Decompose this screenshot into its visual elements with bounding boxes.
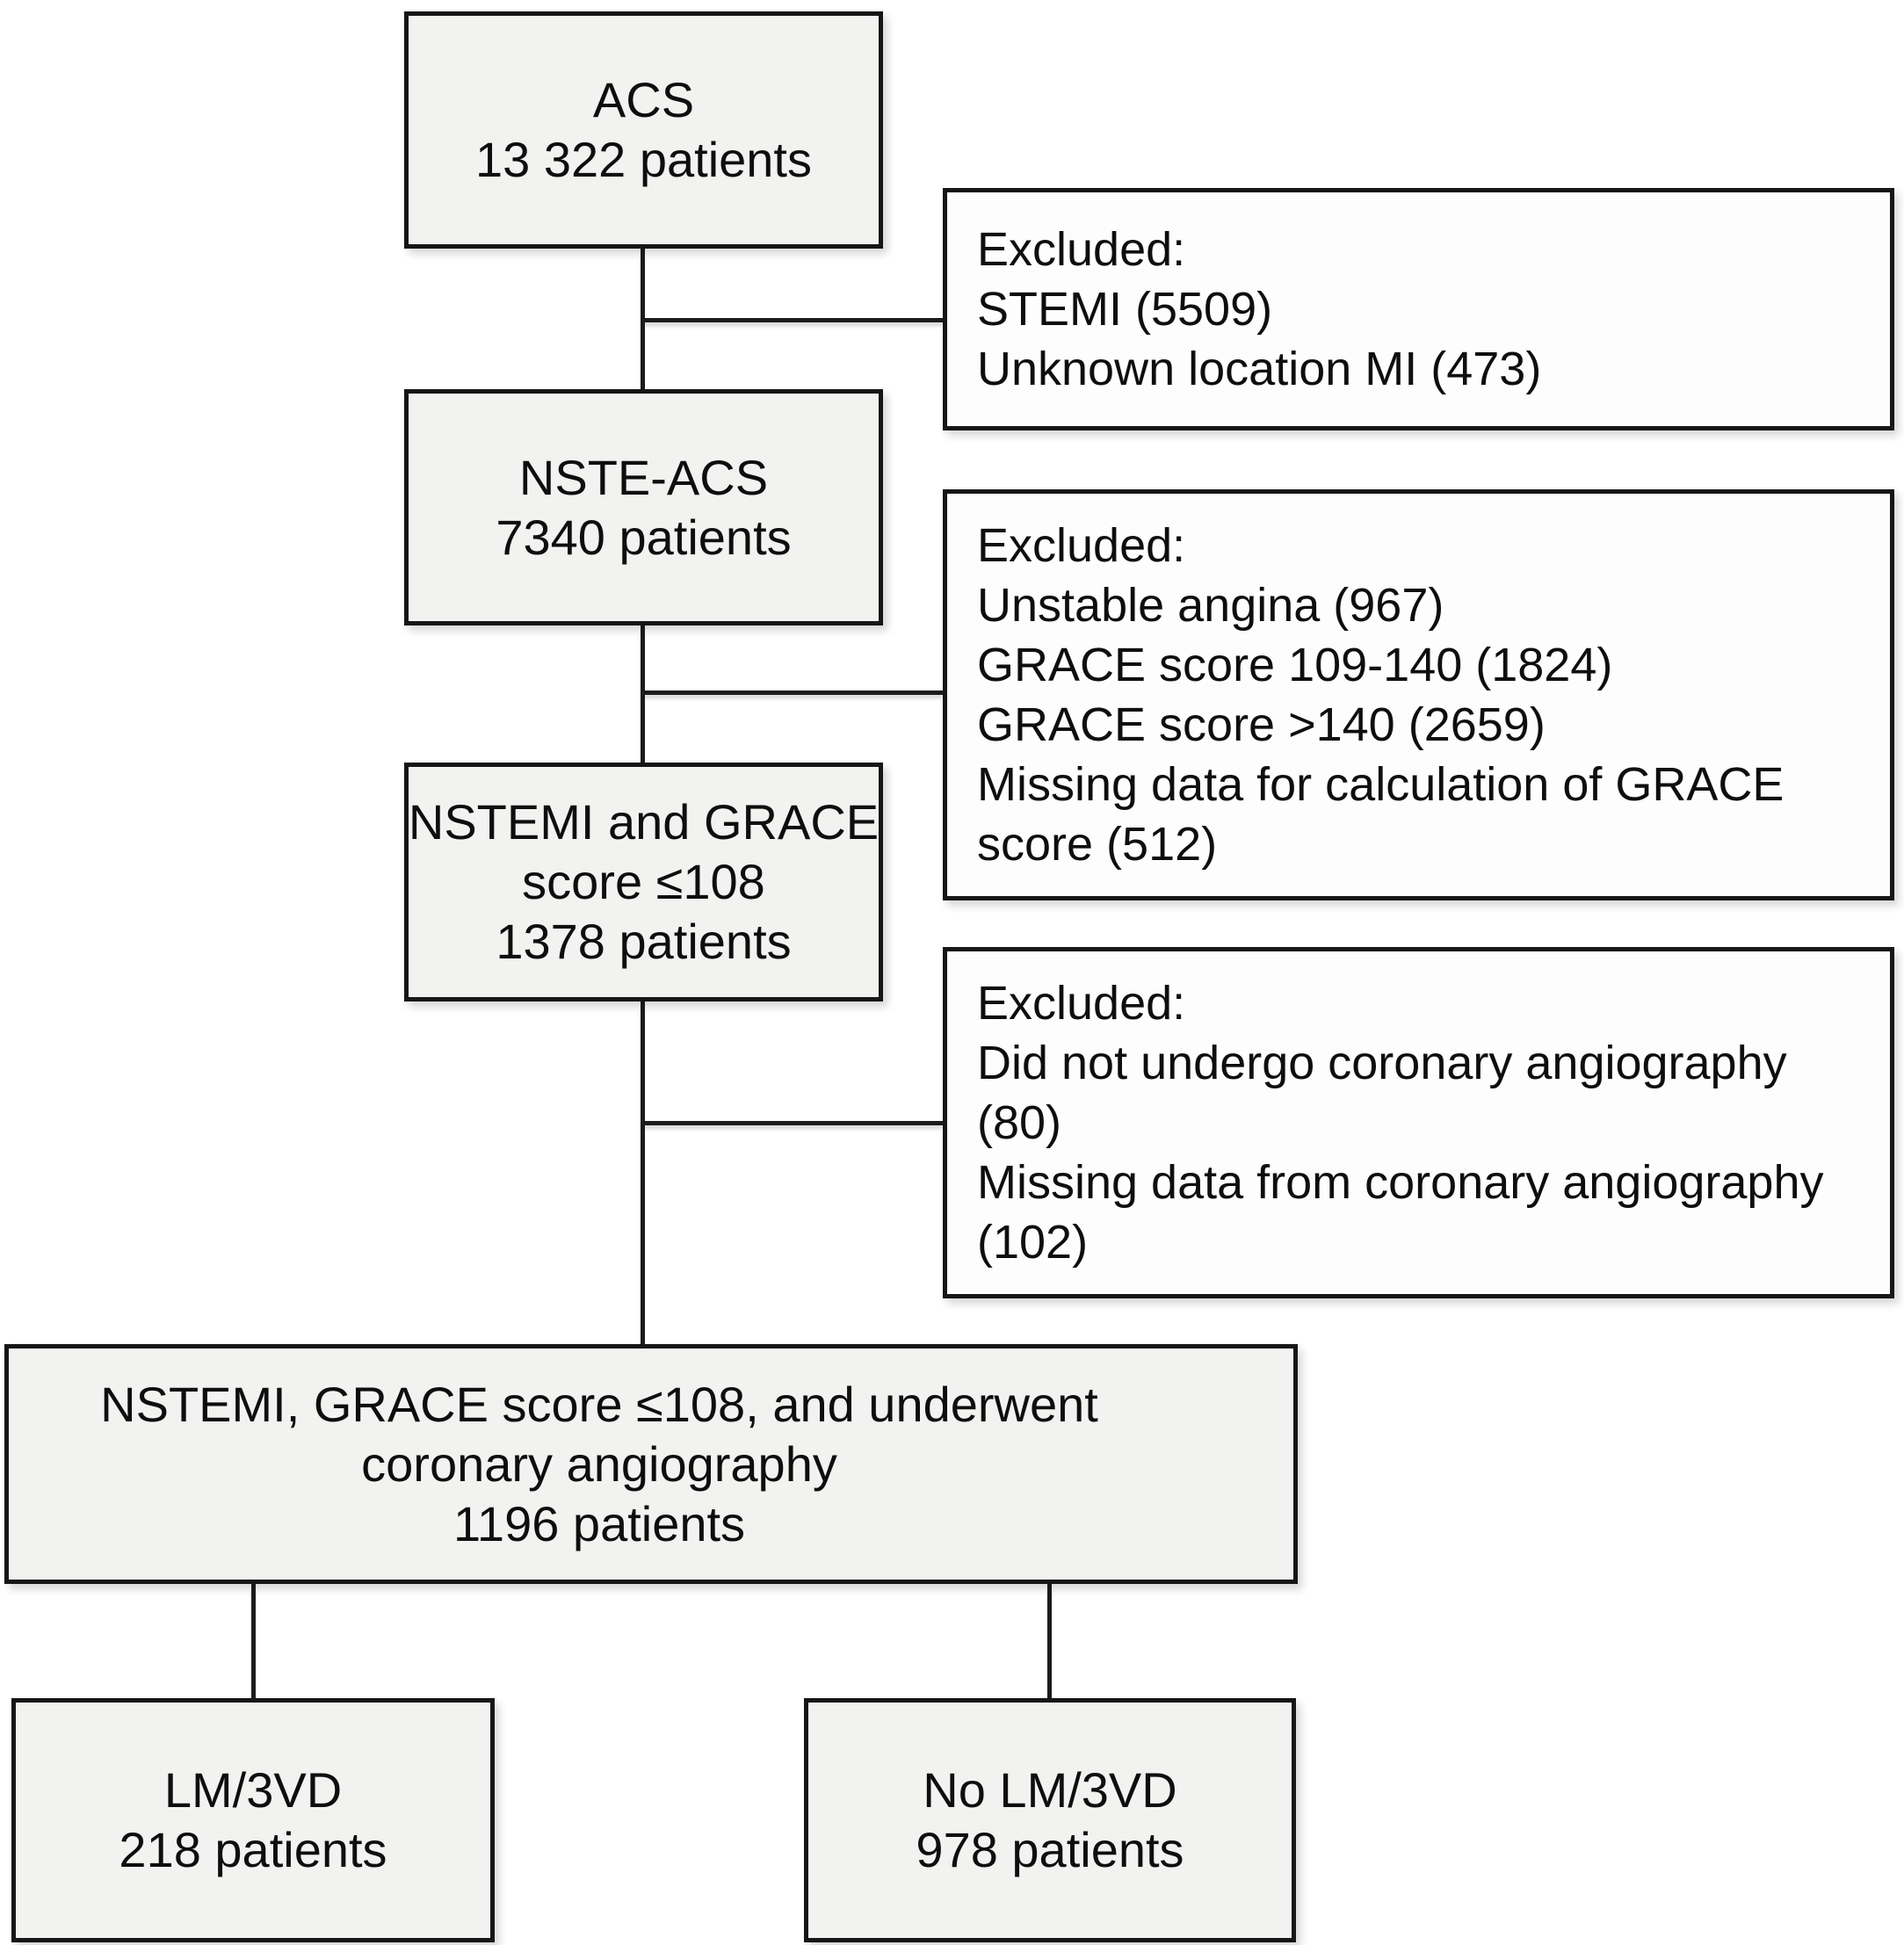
excluded-text-line: Excluded: (977, 223, 1186, 276)
connector-branch-to-excluded-after-nstemi (642, 1121, 943, 1125)
excluded-text-line: Missing data from coronary angiography (977, 1156, 1824, 1209)
box-text-line: LM/3VD (163, 1762, 343, 1818)
excluded-text-line: Unstable angina (967) (977, 579, 1444, 632)
box-text-line: 7340 patients (496, 509, 792, 565)
excluded-text-line: (80) (977, 1096, 1062, 1149)
excluded-text-line: STEMI (5509) (977, 283, 1273, 336)
box-text-line: ACS (592, 72, 695, 127)
box-text-line: 218 patients (119, 1822, 387, 1877)
box-text-line: score ≤108 (522, 854, 765, 909)
flow-box-nstemi-grace: NSTEMI and GRACE score ≤108 1378 patient… (404, 763, 883, 1001)
box-text-line: 13 322 patients (475, 132, 812, 187)
box-text-line: No LM/3VD (923, 1762, 1177, 1818)
flow-box-no-lm-3vd: No LM/3VD 978 patients (804, 1698, 1296, 1942)
flow-box-angiography: NSTEMI, GRACE score ≤108, and underwent … (4, 1344, 1298, 1584)
connector-branch-to-excluded-after-nste-acs (642, 691, 943, 695)
excluded-text-line: (102) (977, 1216, 1089, 1269)
excluded-text-line: Excluded: (977, 519, 1186, 572)
box-text-line: coronary angiography (361, 1435, 837, 1492)
connector-angiography-to-no-lm3vd (1047, 1584, 1052, 1698)
box-text-line: NSTE-ACS (518, 449, 769, 505)
excluded-box-after-acs: Excluded: STEMI (5509) Unknown location … (943, 188, 1894, 430)
excluded-text-line: Missing data for calculation of GRACE (977, 758, 1785, 811)
flow-box-nste-acs: NSTE-ACS 7340 patients (404, 389, 883, 625)
excluded-text-line: Excluded: (977, 977, 1186, 1030)
box-text-line: 1196 patients (452, 1495, 746, 1551)
box-text-line: NSTEMI and GRACE (408, 794, 880, 850)
connector-branch-to-excluded-after-acs (642, 318, 943, 322)
excluded-text-line: GRACE score >140 (2659) (977, 698, 1546, 751)
connector-nstemi-to-angiography (641, 1001, 645, 1344)
connector-angiography-to-lm3vd (251, 1584, 256, 1698)
box-text-line: 978 patients (916, 1822, 1184, 1877)
excluded-text-line: Did not undergo coronary angiography (977, 1037, 1787, 1089)
flow-box-acs: ACS 13 322 patients (404, 11, 883, 249)
excluded-text-line: score (512) (977, 818, 1218, 871)
excluded-box-after-nstemi: Excluded: Did not undergo coronary angio… (943, 947, 1894, 1298)
flow-box-lm-3vd: LM/3VD 218 patients (11, 1698, 495, 1942)
excluded-text-line: GRACE score 109-140 (1824) (977, 639, 1613, 691)
box-text-line: NSTEMI, GRACE score ≤108, and underwent (100, 1376, 1098, 1432)
box-text-line: 1378 patients (496, 914, 792, 969)
excluded-box-after-nste-acs: Excluded: Unstable angina (967) GRACE sc… (943, 489, 1894, 900)
excluded-text-line: Unknown location MI (473) (977, 343, 1542, 395)
